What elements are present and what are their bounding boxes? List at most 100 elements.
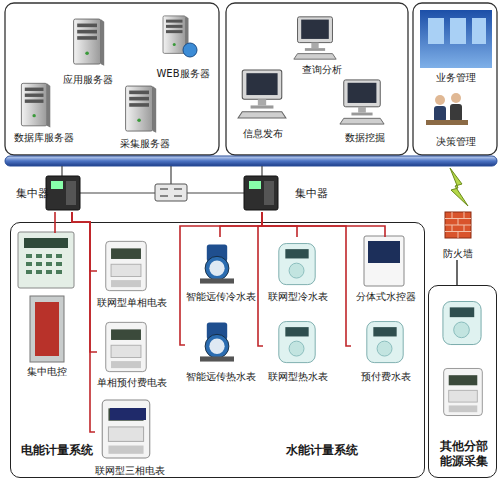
switch-link: [187, 192, 244, 193]
electric-meter-icon: [102, 400, 150, 458]
system-group: 电能计量系统水能计量系统集中电控联网型单相电表单相预付费电表联网型三相电表智能远…: [10, 222, 425, 478]
control-panel-icon: [18, 232, 74, 288]
device-node: 预付费水表: [351, 317, 421, 383]
computer-node: 信息发布: [230, 64, 296, 140]
office-photo: [420, 10, 492, 68]
office-window: [472, 18, 486, 44]
server-icon: [126, 86, 157, 133]
concentrator-display: [51, 181, 63, 189]
node-label: 决策管理: [418, 136, 494, 148]
bus-drop: [61, 166, 62, 176]
node-label: 数据挖掘: [330, 132, 400, 144]
firewall-node: 防火墙: [435, 208, 480, 260]
node-label: 应用服务器: [58, 74, 118, 86]
node-label: 采集服务器: [110, 138, 180, 150]
management-node: 业务管理: [418, 8, 494, 84]
network-meter-icon: [443, 302, 481, 345]
electric-meter-icon: [106, 322, 146, 371]
management-panel: [413, 3, 497, 155]
node-label: 其他分部 能源采集: [438, 439, 490, 469]
network-meter-icon: [279, 244, 315, 285]
device-node: 智能远传冷水表: [185, 237, 257, 303]
switch-link: [80, 192, 155, 193]
connector-line: [456, 260, 458, 285]
device-node: 集中电控: [19, 233, 75, 378]
node-label: 信息发布: [230, 128, 296, 140]
concentrator-node: 集中器: [243, 175, 328, 212]
device-node: 联网型单相电表: [97, 235, 159, 309]
three-phase-lcd: [110, 408, 146, 420]
panel-keys: [26, 256, 62, 272]
connector-line: [72, 212, 97, 352]
water-meter-icon: [200, 244, 234, 283]
firewall-icon: [445, 212, 471, 238]
node-label: 数据库服务器: [8, 132, 80, 144]
computer-node: 查询分析: [282, 14, 362, 76]
device-node: 联网型冷水表: [263, 237, 333, 303]
connector-line: [72, 212, 97, 271]
device-node: 智能远传热水表: [185, 317, 257, 383]
node-label: 集中电控: [19, 366, 75, 378]
node-label: 业务管理: [418, 72, 494, 84]
concentrator-node: 集中器: [16, 175, 82, 212]
device-node: 单相预付费电表: [97, 317, 159, 389]
controller-display: [368, 241, 400, 263]
network-switch: [155, 184, 187, 201]
concentrator-panel: [264, 181, 274, 205]
web-globe: [183, 43, 197, 57]
cabinet-interior: [35, 302, 59, 356]
prepaid-meter-icon: [367, 322, 403, 363]
connector-line: [258, 212, 263, 346]
node-label: 联网型热水表: [263, 371, 333, 383]
server-node: 采集服务器: [110, 82, 180, 150]
electric-meter-icon: [106, 241, 146, 290]
bus-drop: [261, 166, 262, 176]
node-label: 联网型三相电表: [95, 465, 159, 477]
person-head: [435, 95, 445, 105]
server-node: 应用服务器: [58, 12, 118, 86]
office-window: [428, 18, 444, 44]
node-label: 联网型冷水表: [263, 291, 333, 303]
server-icon: [74, 19, 105, 66]
connector-line: [180, 212, 262, 345]
server-node: WEB服务器: [150, 10, 216, 80]
water-meter-icon: [200, 322, 234, 361]
node-label: 集中器: [16, 187, 49, 201]
server-panel: [5, 3, 219, 155]
person-body: [450, 104, 462, 122]
node-label: 智能远传冷水表: [185, 291, 257, 303]
node-label: 联网型单相电表: [97, 297, 159, 309]
computer-icon: [294, 17, 336, 59]
server-node: 数据库服务器: [8, 80, 80, 144]
concentrator-panel: [66, 181, 76, 205]
computer-icon: [238, 70, 286, 118]
wireless-lightning: [450, 168, 468, 206]
connector-line: [262, 212, 351, 346]
device-node: 联网型三相电表: [95, 397, 159, 477]
node-label: 单相预付费电表: [97, 377, 159, 389]
node-label: 预付费水表: [351, 371, 421, 383]
concentrator-icon: [244, 176, 278, 210]
brick-lines: [445, 212, 471, 238]
management-node: 决策管理: [418, 90, 494, 148]
server-icon: [21, 83, 50, 127]
node-label: 查询分析: [282, 64, 362, 76]
device-node: 联网型热水表: [263, 317, 333, 383]
computer-node: 数据挖掘: [330, 74, 400, 144]
node-label: 防火墙: [435, 248, 480, 260]
node-label: 智能远传热水表: [185, 371, 257, 383]
bus-drop: [170, 166, 171, 184]
switch-arrows: [160, 189, 182, 196]
node-label: 电能计量系统: [21, 443, 93, 458]
connector-line: [262, 212, 297, 237]
panel-display: [24, 238, 68, 248]
person-body: [434, 106, 446, 122]
control-cabinet-icon: [30, 296, 64, 362]
office-window: [450, 18, 466, 44]
node-label: 分体式水控器: [351, 291, 421, 303]
connector-line: [220, 212, 262, 237]
node-label: WEB服务器: [150, 68, 216, 80]
